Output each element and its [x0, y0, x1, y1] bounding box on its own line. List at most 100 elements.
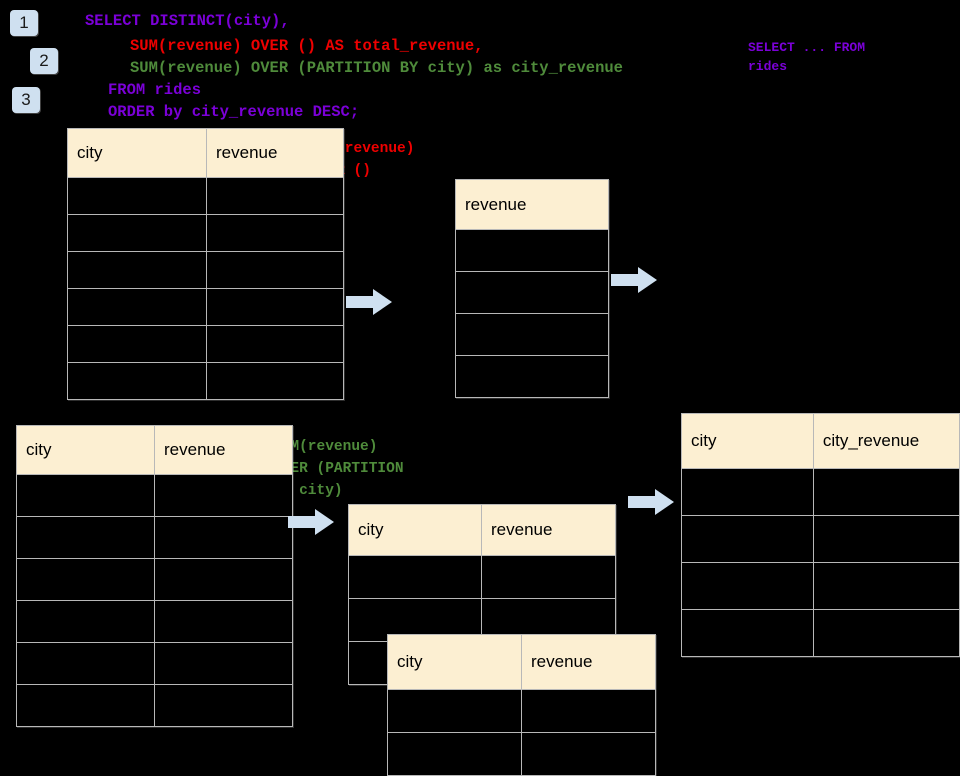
cell-city [387, 689, 522, 733]
cell-revenue [206, 325, 344, 363]
table-header-row: city city_revenue [681, 413, 960, 469]
cell-revenue [481, 555, 616, 599]
table-row [348, 555, 616, 599]
table-row [387, 689, 656, 733]
sql-line-total-revenue: SUM(revenue) OVER () AS total_revenue, [130, 37, 484, 55]
cell-revenue [206, 288, 344, 326]
column-header-revenue: revenue [206, 128, 344, 178]
step-badge-3-label: 3 [21, 90, 31, 109]
side-note-select-from-rides: SELECT ... FROM rides [748, 40, 866, 74]
step-badge-2: 2 [30, 48, 58, 74]
table-row [681, 562, 960, 610]
table-row [16, 600, 293, 643]
cell-city [67, 251, 207, 289]
table-rides-bottom: city revenue [16, 425, 293, 727]
table-header-row: city revenue [348, 504, 616, 556]
table-header-row: city revenue [67, 128, 344, 178]
arrow-partition-to-result-icon [628, 489, 674, 515]
cell-city [67, 214, 207, 252]
table-city-revenue-result: city city_revenue [681, 413, 960, 657]
cell-revenue [154, 474, 293, 517]
cell-revenue [154, 558, 293, 601]
column-header-city: city [681, 413, 814, 469]
cell-city [67, 325, 207, 363]
table-row [455, 271, 609, 314]
cell-revenue [206, 362, 344, 400]
cell-revenue [455, 229, 609, 272]
table-row [681, 468, 960, 516]
cell-city [67, 288, 207, 326]
arrow-total-to-result-icon [611, 267, 657, 293]
cell-city [681, 468, 814, 516]
cell-city [16, 642, 155, 685]
table-partition-front: city revenue [387, 634, 656, 776]
cell-city [681, 515, 814, 563]
table-row [67, 251, 344, 289]
column-header-city: city [16, 425, 155, 475]
step-badge-3: 3 [12, 87, 40, 113]
sql-line-city-revenue: SUM(revenue) OVER (PARTITION BY city) as… [130, 59, 623, 77]
column-header-city: city [67, 128, 207, 178]
cell-revenue [154, 600, 293, 643]
table-row [16, 558, 293, 601]
cell-revenue [521, 732, 656, 776]
diagram-canvas: 1 2 3 SELECT DISTINCT(city), SUM(revenue… [10, 10, 960, 776]
table-row [67, 325, 344, 363]
sql-line-order-by: ORDER by city_revenue DESC; [108, 103, 360, 121]
sql-line-select-distinct: SELECT DISTINCT(city), [85, 12, 290, 30]
cell-city [16, 516, 155, 559]
cell-revenue [455, 355, 609, 398]
table-row [16, 474, 293, 517]
table-row [681, 515, 960, 563]
table-row [67, 288, 344, 326]
cell-city [16, 684, 155, 727]
cell-city-revenue [812, 562, 960, 610]
cell-city [16, 558, 155, 601]
table-row [67, 362, 344, 400]
table-header-row: revenue [455, 179, 609, 230]
cell-revenue [154, 642, 293, 685]
column-header-revenue: revenue [455, 179, 609, 230]
column-header-revenue: revenue [154, 425, 293, 475]
cell-city [67, 362, 207, 400]
column-header-revenue: revenue [521, 634, 656, 690]
arrow-to-total-revenue-icon [346, 289, 392, 315]
cell-revenue [206, 251, 344, 289]
table-row [455, 313, 609, 356]
table-row [67, 177, 344, 215]
table-row [455, 355, 609, 398]
cell-city-revenue [812, 468, 960, 516]
arrow-to-partition-icon [288, 509, 334, 535]
table-header-row: city revenue [16, 425, 293, 475]
table-row [16, 684, 293, 727]
column-header-city: city [387, 634, 522, 690]
sql-line-from-rides: FROM rides [108, 81, 202, 99]
table-total-revenue: revenue [455, 179, 609, 398]
cell-city [16, 600, 155, 643]
step-badge-2-label: 2 [39, 51, 49, 70]
table-row [67, 214, 344, 252]
cell-city [348, 555, 482, 599]
cell-city [681, 562, 814, 610]
cell-revenue [206, 177, 344, 215]
table-row [16, 516, 293, 559]
table-header-row: city revenue [387, 634, 656, 690]
cell-revenue [455, 271, 609, 314]
cell-revenue [455, 313, 609, 356]
table-row [16, 642, 293, 685]
cell-city [67, 177, 207, 215]
cell-revenue [154, 684, 293, 727]
cell-revenue [206, 214, 344, 252]
cell-city [16, 474, 155, 517]
cell-revenue [521, 689, 656, 733]
table-row [681, 609, 960, 657]
cell-city [387, 732, 522, 776]
column-header-city: city [348, 504, 482, 556]
step-badge-1: 1 [10, 10, 38, 36]
table-row [387, 732, 656, 776]
column-header-revenue: revenue [481, 504, 616, 556]
cell-city-revenue [812, 515, 960, 563]
cell-city-revenue [812, 609, 960, 657]
step-badge-1-label: 1 [19, 13, 29, 32]
column-header-city-revenue: city_revenue [812, 413, 960, 469]
